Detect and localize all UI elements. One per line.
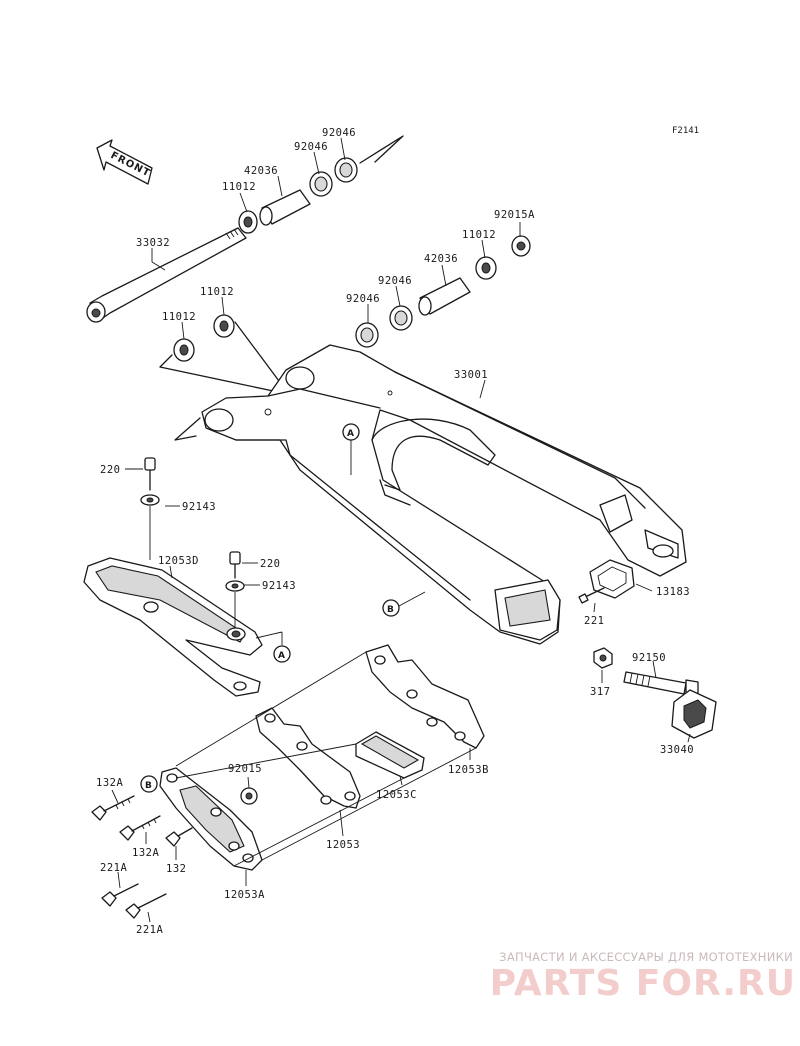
bolt-132a-2 [119,815,161,841]
part-labels: 92046 92046 42036 11012 33032 92015A 110… [96,127,694,936]
label-221a: 221A [100,862,127,874]
label-33001: 33001 [454,369,488,381]
label-92150: 92150 [632,652,666,664]
svg-text:B: B [145,781,152,791]
bolt-221a-1 [101,883,139,907]
label-11012: 11012 [222,181,256,193]
adjuster-block-33040 [671,689,717,739]
sleeve-42036-top [259,189,311,226]
svg-text:A: A [347,429,354,439]
label-220: 220 [100,464,120,476]
collar-11012-left-lower [173,338,195,362]
label-92046: 92046 [294,141,328,153]
bolt-220-top [140,457,160,560]
label-42036: 42036 [424,253,458,265]
label-12053d: 12053D [158,555,199,567]
svg-text:A: A [278,651,285,661]
bolt-221a-2 [125,893,167,919]
label-12053a: 12053A [224,889,265,901]
bolt-221 [578,587,605,604]
label-92143: 92143 [182,501,216,513]
callout-b-upper: B [382,591,426,617]
label-92143: 92143 [262,580,296,592]
collar-11012-top [238,210,258,234]
svg-text:B: B [387,605,394,615]
chain-slipper-12053d [83,557,263,697]
bolt-132 [165,827,193,847]
label-13183: 13183 [656,586,690,598]
front-arrow-icon: FRONT [96,139,153,185]
nut-92015 [240,787,258,805]
watermark-tagline: ЗАПЧАСТИ И АКСЕССУАРЫ ДЛЯ МОТОТЕХНИКИ [499,950,793,964]
swingarm-33001 [201,344,687,645]
label-132: 132 [166,863,186,875]
seal-13183 [589,559,635,599]
label-221a: 221A [136,924,163,936]
label-42036: 42036 [244,165,278,177]
bolt-132a-1 [91,795,135,821]
label-33032: 33032 [136,237,170,249]
figure-code: F2141 [672,126,699,136]
label-132a: 132A [132,847,159,859]
collar-11012-right [475,256,497,280]
guide-plate-12053b [365,644,485,749]
guide-block-12053c [355,731,425,779]
label-33040: 33040 [660,744,694,756]
bearing-92046-right-1 [389,305,413,331]
leader-lines [111,137,691,923]
bolt-220-lower [225,551,245,628]
label-132a: 132A [96,777,123,789]
label-92046: 92046 [378,275,412,287]
label-11012: 11012 [162,311,196,323]
label-92015: 92015 [228,763,262,775]
sleeve-42036-right [418,277,471,316]
nut-92015a [511,235,531,257]
label-11012: 11012 [200,286,234,298]
guide-cover-12053a [159,767,263,871]
guide-plate-12053 [255,707,361,809]
label-92046: 92046 [322,127,356,139]
bearing-92046-top-2 [334,157,358,183]
pivot-shaft-33032 [86,227,247,323]
label-317: 317 [590,686,610,698]
label-12053: 12053 [326,839,360,851]
label-11012: 11012 [462,229,496,241]
label-12053c: 12053C [376,789,417,801]
collar-11012-left-upper [213,314,235,338]
label-220: 220 [260,558,280,570]
callout-a-lower: A [255,631,291,663]
watermark-logo: PARTS FOR.RU [489,963,796,1004]
bearing-92046-top-1 [309,171,333,197]
callout-a-upper: A [342,423,360,475]
nut-317 [593,647,613,669]
label-92046: 92046 [346,293,380,305]
label-12053b: 12053B [448,764,489,776]
callout-b-lower: B [140,775,158,793]
label-92015a: 92015A [494,209,535,221]
label-221: 221 [584,615,604,627]
bearing-92046-right-2 [355,322,379,348]
